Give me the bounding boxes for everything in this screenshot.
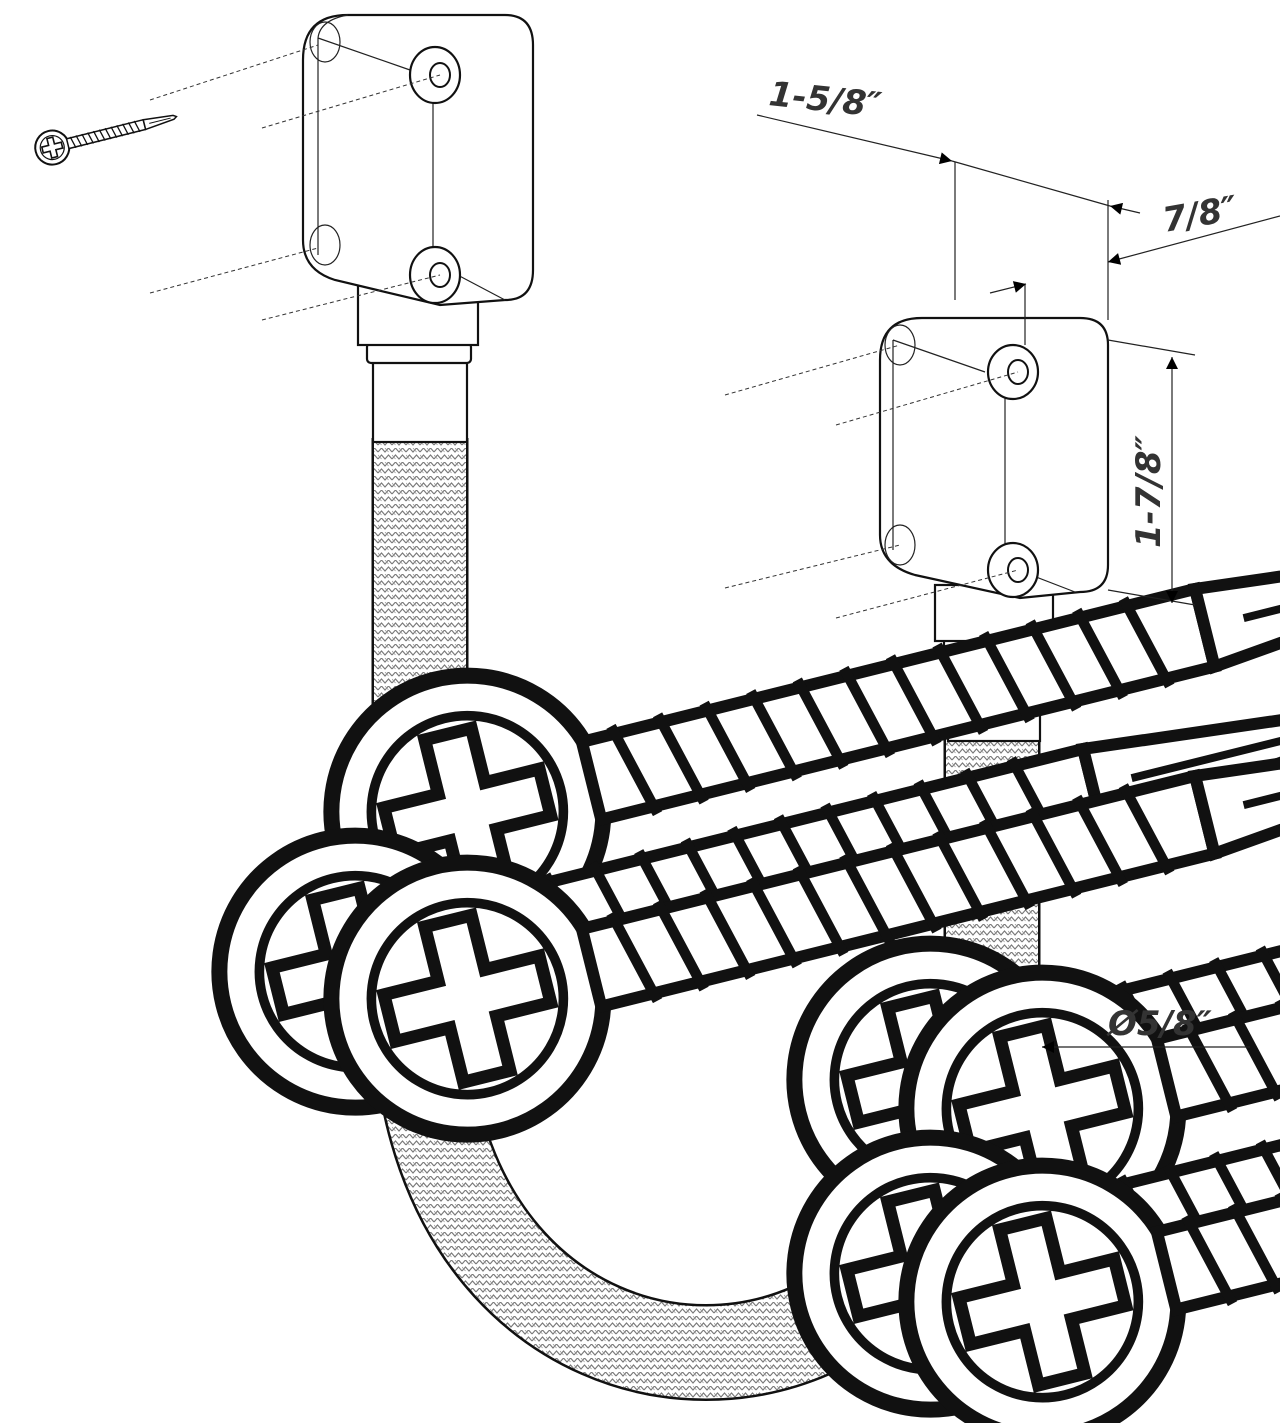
- dimension-diameter-label: Ø5/8″: [1106, 1004, 1212, 1044]
- left-sleeve: [371, 358, 469, 444]
- screw-1: [30, 99, 182, 170]
- dimension-depth-label: 1-5/8″: [767, 74, 883, 126]
- screw-guide-lines: [149, 44, 1019, 619]
- right-mounting-block: [878, 316, 1110, 743]
- dimension-width-label: 7/8″: [1160, 188, 1241, 240]
- dimension-depth: 1-5/8″: [756, 74, 1141, 320]
- screws: [30, 99, 1280, 1423]
- dimension-height-label: 1-7/8″: [1129, 435, 1169, 548]
- left-mounting-block: [301, 13, 535, 444]
- dimension-height: 1-7/8″: [1107, 339, 1196, 606]
- dimension-diameter: Ø5/8″: [1042, 1004, 1250, 1053]
